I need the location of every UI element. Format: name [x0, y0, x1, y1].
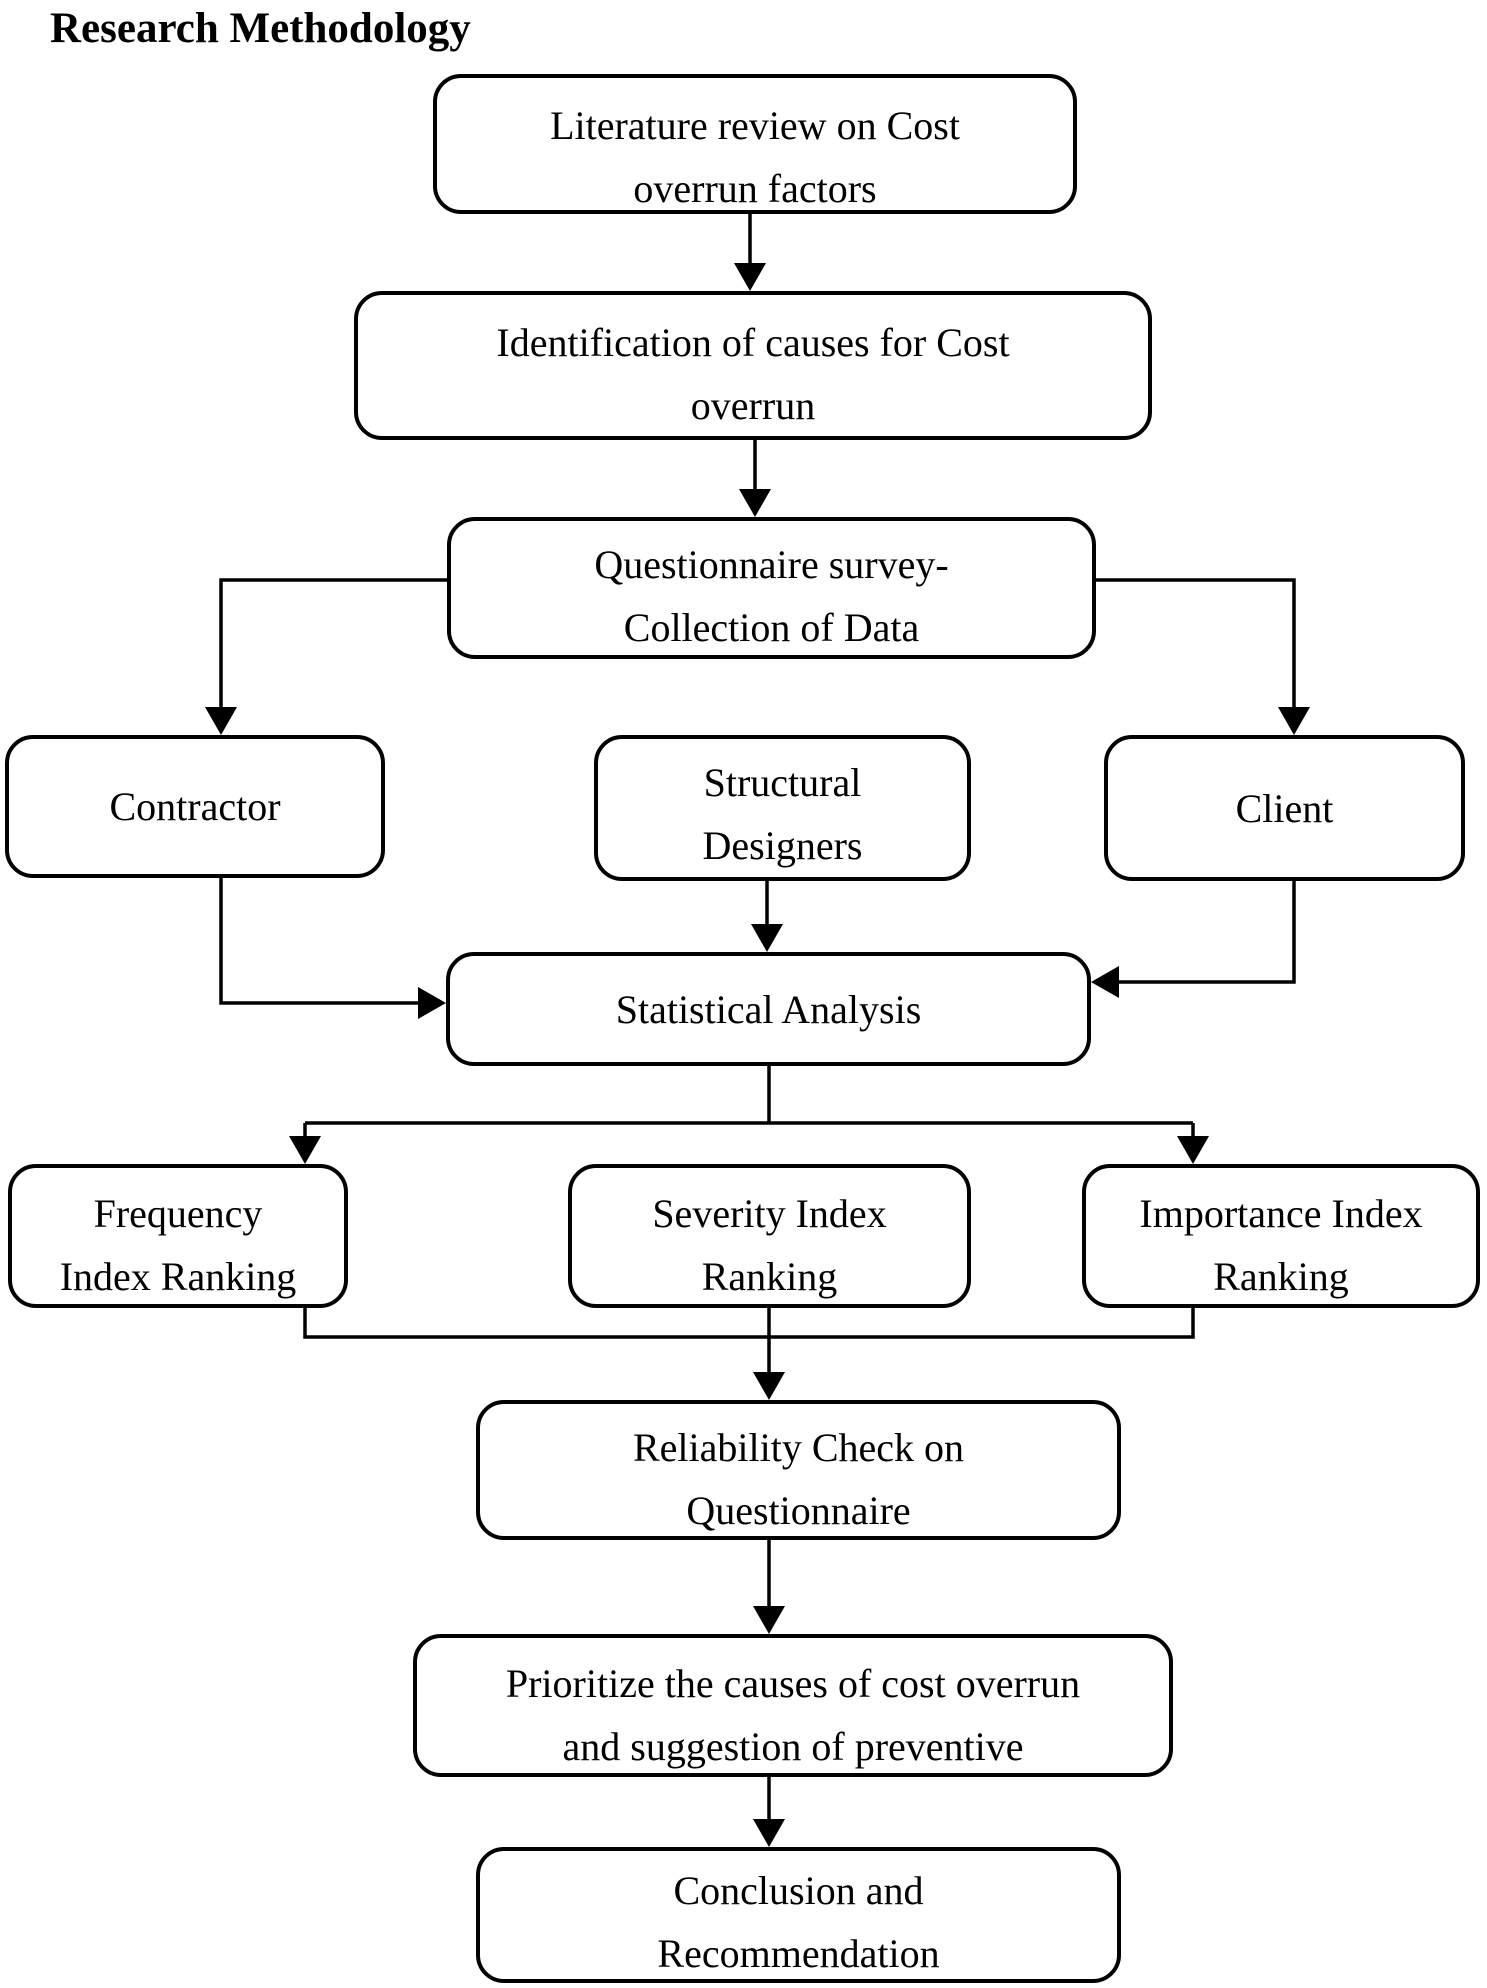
flow-node-prioritize-causes: Prioritize the causes of cost overrun an… — [413, 1634, 1173, 1777]
node-label: Frequency — [93, 1191, 263, 1236]
page-title: Research Methodology — [50, 5, 471, 52]
edge-questionnaire-to-client — [1096, 578, 1310, 735]
flow-node-identification-of-causes: Identification of causes for Cost overru… — [354, 291, 1152, 440]
edge-client-to-statistical — [1091, 881, 1296, 998]
flow-node-literature-review: Literature review on Cost overrun factor… — [433, 74, 1077, 214]
flow-node-structural-designers: Structural Designers — [594, 735, 971, 881]
node-label: Identification of causes for Cost — [496, 320, 1010, 365]
node-label: Designers — [702, 823, 863, 868]
flow-node-statistical-analysis: Statistical Analysis — [446, 952, 1091, 1066]
node-label: overrun — [690, 383, 816, 428]
node-label: Severity Index — [652, 1191, 887, 1236]
node-label: Conclusion and — [673, 1868, 924, 1913]
node-label: Collection of Data — [623, 605, 920, 650]
flow-node-conclusion-recommendation: Conclusion and Recommendation — [476, 1847, 1121, 1983]
node-label: Prioritize the causes of cost overrun — [505, 1661, 1081, 1706]
node-label: Contractor — [109, 784, 281, 829]
node-label: overrun factors — [633, 166, 877, 211]
edge-reliability-to-prioritize — [753, 1540, 785, 1634]
edge-rankings-collector-to-reliability — [303, 1308, 1195, 1400]
flow-node-frequency-index-ranking: Frequency Index Ranking — [8, 1164, 348, 1308]
edge-literature-to-identification — [734, 214, 766, 291]
node-label: Literature review on Cost — [550, 103, 960, 148]
node-label: Questionnaire survey- — [594, 542, 949, 587]
node-label: and suggestion of preventive — [562, 1724, 1024, 1769]
node-label: Index Ranking — [59, 1254, 297, 1299]
node-label: Client — [1235, 785, 1334, 831]
node-label: Structural — [703, 760, 862, 805]
flow-node-reliability-check: Reliability Check on Questionnaire — [476, 1400, 1121, 1540]
edge-questionnaire-to-contractor — [205, 578, 447, 735]
edge-statistical-split — [289, 1066, 1209, 1164]
node-label: Statistical Analysis — [615, 986, 922, 1032]
edge-contractor-to-statistical — [219, 878, 446, 1019]
node-label: Ranking — [1213, 1254, 1349, 1299]
edge-structural-to-statistical — [751, 881, 783, 952]
node-label: Questionnaire — [686, 1488, 911, 1533]
node-label: Ranking — [701, 1254, 838, 1299]
edge-prioritize-to-conclusion — [753, 1777, 785, 1847]
flow-node-questionnaire-survey: Questionnaire survey- Collection of Data — [447, 517, 1096, 659]
flow-node-client: Client — [1104, 735, 1465, 881]
edge-identification-to-questionnaire — [739, 440, 771, 517]
flow-node-severity-index-ranking: Severity Index Ranking — [568, 1164, 971, 1308]
node-label: Importance Index — [1139, 1191, 1423, 1236]
flow-node-contractor: Contractor — [5, 735, 385, 878]
flow-node-importance-index-ranking: Importance Index Ranking — [1082, 1164, 1480, 1308]
node-label: Recommendation — [657, 1931, 940, 1976]
node-label: Reliability Check on — [632, 1425, 965, 1470]
